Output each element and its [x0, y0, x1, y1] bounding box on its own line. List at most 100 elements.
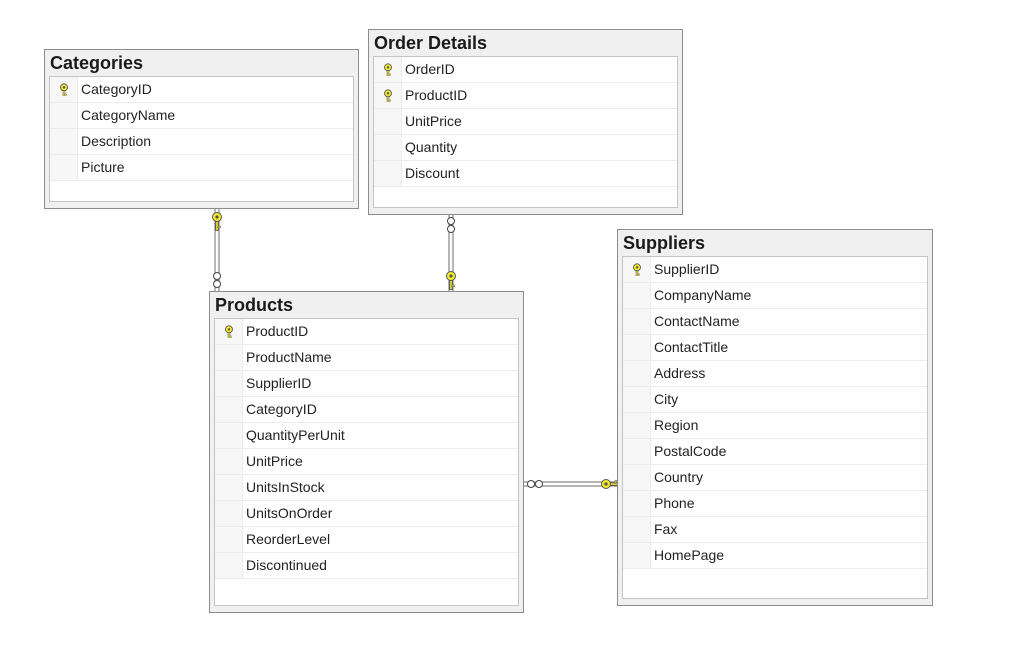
column-row[interactable]: Address: [623, 361, 927, 387]
many-end-infinity-icon: [527, 480, 543, 488]
column-row[interactable]: CategoryID: [215, 397, 518, 423]
column-name: HomePage: [654, 547, 725, 563]
key-cell: [50, 155, 78, 180]
key-cell: [215, 345, 243, 370]
column-name: ProductID: [246, 323, 309, 339]
key-cell: [50, 103, 78, 128]
column-name: CategoryID: [246, 401, 317, 417]
column-row[interactable]: PostalCode: [623, 439, 927, 465]
key-cell: [623, 283, 651, 308]
column-name: SupplierID: [654, 261, 720, 277]
one-end-key-icon: [212, 212, 222, 231]
column-row[interactable]: UnitPrice: [215, 449, 518, 475]
column-row[interactable]: City: [623, 387, 927, 413]
column-name: ReorderLevel: [246, 531, 331, 547]
column-row[interactable]: UnitsInStock: [215, 475, 518, 501]
key-cell: [623, 335, 651, 360]
column-name: UnitPrice: [405, 113, 462, 129]
key-cell: [374, 57, 402, 82]
column-name: ProductName: [246, 349, 332, 365]
column-row[interactable]: Discontinued: [215, 553, 518, 579]
column-row[interactable]: OrderID: [374, 57, 677, 83]
column-row[interactable]: SupplierID: [623, 257, 927, 283]
column-row[interactable]: ContactTitle: [623, 335, 927, 361]
column-row[interactable]: ReorderLevel: [215, 527, 518, 553]
relationship-categories-products[interactable]: [212, 207, 222, 292]
column-name: City: [654, 391, 679, 407]
column-row[interactable]: CategoryName: [50, 103, 353, 129]
table-title: Categories: [50, 53, 144, 73]
table-title: Suppliers: [623, 233, 706, 253]
column-name: Picture: [81, 159, 125, 175]
key-cell: [623, 439, 651, 464]
key-cell: [623, 517, 651, 542]
column-name: QuantityPerUnit: [246, 427, 345, 443]
column-name: Discontinued: [246, 557, 327, 573]
key-cell: [374, 109, 402, 134]
column-name: PostalCode: [654, 443, 727, 459]
column-name: Quantity: [405, 139, 458, 155]
column-row[interactable]: UnitPrice: [374, 109, 677, 135]
column-name: Phone: [654, 495, 695, 511]
primary-key-icon: [60, 83, 68, 96]
column-row[interactable]: Country: [623, 465, 927, 491]
column-name: Fax: [654, 521, 678, 537]
primary-key-icon: [384, 63, 392, 76]
column-name: SupplierID: [246, 375, 312, 391]
key-cell: [623, 413, 651, 438]
key-cell: [374, 161, 402, 186]
key-cell: [623, 491, 651, 516]
key-cell: [374, 135, 402, 160]
column-name: CategoryID: [81, 81, 152, 97]
column-row[interactable]: SupplierID: [215, 371, 518, 397]
column-row[interactable]: ProductID: [374, 83, 677, 109]
key-cell: [215, 553, 243, 578]
key-cell: [623, 309, 651, 334]
column-row[interactable]: HomePage: [623, 543, 927, 569]
relationship-products-suppliers[interactable]: [524, 479, 620, 489]
column-row[interactable]: Region: [623, 413, 927, 439]
column-name: ProductID: [405, 87, 468, 103]
column-row[interactable]: Description: [50, 129, 353, 155]
column-row[interactable]: Quantity: [374, 135, 677, 161]
key-cell: [215, 527, 243, 552]
column-name: Description: [81, 133, 152, 149]
key-cell: [215, 397, 243, 422]
column-name: Discount: [405, 165, 460, 181]
key-cell: [623, 361, 651, 386]
column-row[interactable]: ProductID: [215, 319, 518, 345]
column-row[interactable]: Discount: [374, 161, 677, 187]
relationship-orderdetails-products[interactable]: [446, 214, 456, 292]
many-end-infinity-icon: [447, 217, 455, 233]
column-name: OrderID: [405, 61, 455, 77]
key-cell: [215, 371, 243, 396]
key-cell: [623, 543, 651, 568]
column-name: ContactTitle: [654, 339, 729, 355]
column-row[interactable]: ProductName: [215, 345, 518, 371]
column-row[interactable]: Picture: [50, 155, 353, 181]
column-row[interactable]: Phone: [623, 491, 927, 517]
column-name: CompanyName: [654, 287, 752, 303]
column-row[interactable]: CompanyName: [623, 283, 927, 309]
key-cell: [374, 83, 402, 108]
column-row[interactable]: UnitsOnOrder: [215, 501, 518, 527]
key-cell: [215, 475, 243, 500]
key-cell: [215, 423, 243, 448]
column-row[interactable]: QuantityPerUnit: [215, 423, 518, 449]
primary-key-icon: [633, 263, 641, 276]
column-row[interactable]: CategoryID: [50, 77, 353, 103]
key-cell: [215, 501, 243, 526]
key-cell: [623, 465, 651, 490]
primary-key-icon: [384, 89, 392, 102]
column-row[interactable]: Fax: [623, 517, 927, 543]
column-row[interactable]: ContactName: [623, 309, 927, 335]
